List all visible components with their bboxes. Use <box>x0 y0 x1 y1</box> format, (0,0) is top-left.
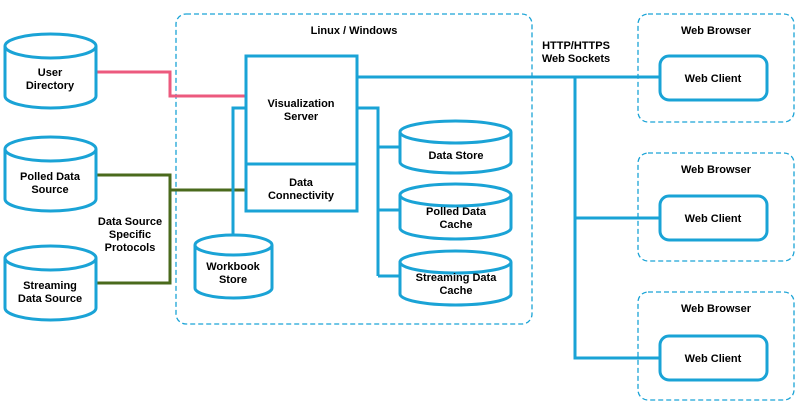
workbook-store-label-line1: Workbook <box>206 261 260 273</box>
web-client-3-box <box>658 334 769 382</box>
polled-source-link <box>96 173 246 192</box>
browser-frame-2 <box>637 152 795 262</box>
workbook-store-link <box>231 106 246 245</box>
data-store-label: Data Store <box>428 150 483 162</box>
web-client-1-label: Web Client <box>685 73 742 85</box>
browser-3-title: Web Browser <box>681 303 752 315</box>
visualization-server-label-line2: Server <box>284 111 319 123</box>
host-frame-title: Linux / Windows <box>311 25 398 37</box>
source-protocols-label-line2: Specific <box>109 229 151 241</box>
web-client-2-box <box>658 194 769 242</box>
polled-data-source-cylinder: Polled Data Source <box>3 135 98 213</box>
user-directory-link <box>96 70 246 98</box>
streaming-source-link <box>96 190 172 285</box>
polled-cache-label-line1: Polled Data <box>426 206 487 218</box>
streaming-data-cache-cylinder: Streaming Data Cache <box>398 249 513 307</box>
visualization-server-box <box>244 54 359 213</box>
polled-source-label-line1: Polled Data <box>20 171 81 183</box>
host-frame <box>175 13 533 325</box>
browser-frame-3 <box>637 291 795 401</box>
source-protocols-label-line1: Data Source <box>98 216 162 228</box>
user-directory-label-line1: User <box>38 67 63 79</box>
streaming-cache-label-line2: Cache <box>439 285 472 297</box>
browser-frame-1 <box>637 13 795 123</box>
streaming-data-source-cylinder: Streaming Data Source <box>3 244 98 322</box>
store-bus-link <box>357 106 380 276</box>
client-bus-link <box>573 77 660 360</box>
source-protocols-label-line3: Protocols <box>105 242 156 254</box>
polled-data-cache-cylinder: Polled Data Cache <box>398 182 513 241</box>
user-directory-cylinder: User Directory <box>3 32 98 110</box>
http-protocol-label-line2: Web Sockets <box>542 53 610 65</box>
visualization-server-label-line1: Visualization <box>267 98 334 110</box>
polled-cache-label-line2: Cache <box>439 219 472 231</box>
web-client-2-label: Web Client <box>685 213 742 225</box>
data-store-cylinder: Data Store <box>398 119 513 175</box>
web-client-3-label: Web Client <box>685 353 742 365</box>
user-directory-label-line2: Directory <box>26 80 75 92</box>
browser-1-title: Web Browser <box>681 25 752 37</box>
streaming-source-label-line1: Streaming <box>23 280 77 292</box>
web-client-1-box <box>658 54 769 102</box>
streaming-cache-label-line1: Streaming Data <box>416 272 498 284</box>
browser-2-title: Web Browser <box>681 164 752 176</box>
http-protocol-label-line1: HTTP/HTTPS <box>542 40 610 52</box>
workbook-store-label-line2: Store <box>219 274 247 286</box>
data-connectivity-label-line2: Connectivity <box>268 190 335 202</box>
workbook-store-cylinder: Workbook Store <box>193 233 274 300</box>
streaming-source-label-line2: Data Source <box>18 293 82 305</box>
polled-source-label-line2: Source <box>31 184 68 196</box>
data-connectivity-label-line1: Data <box>289 177 314 189</box>
